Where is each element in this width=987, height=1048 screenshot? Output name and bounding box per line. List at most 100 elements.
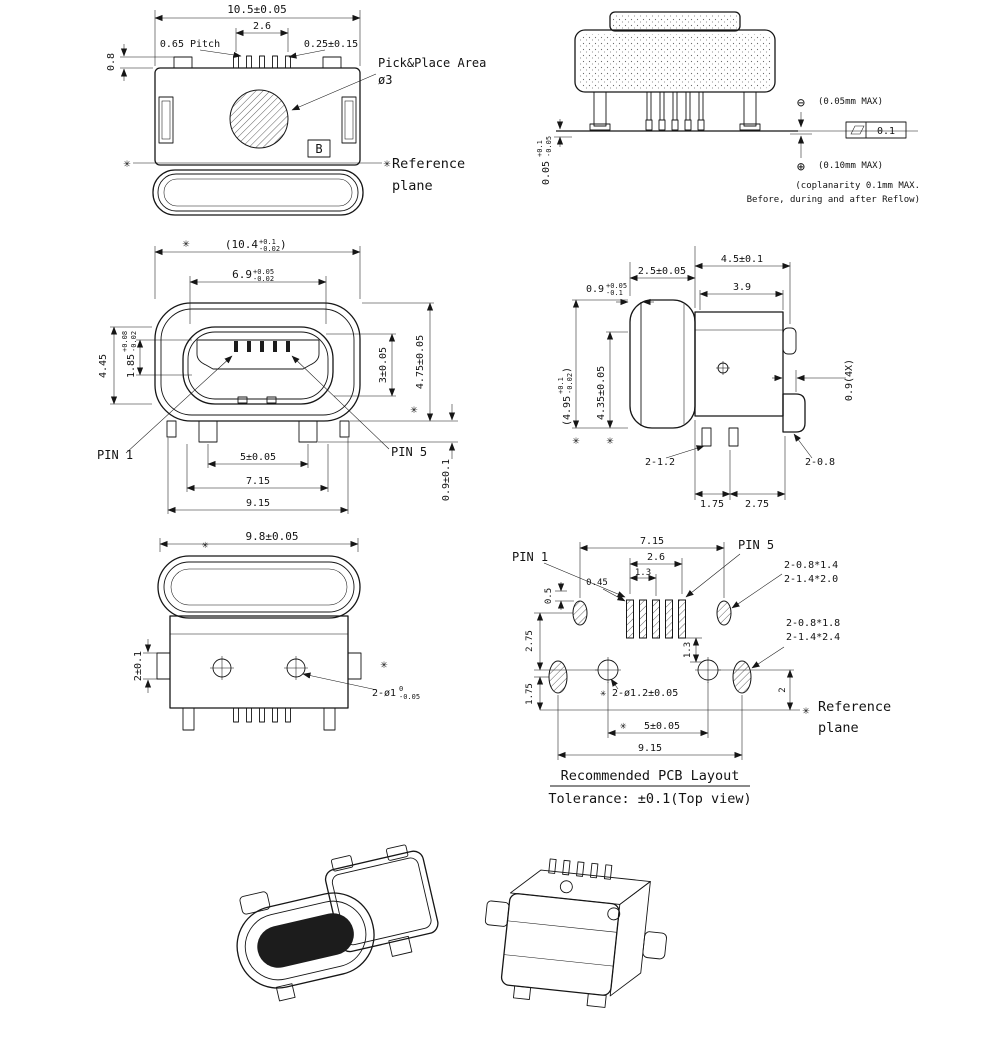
dim-overall-dn: -0.02 (259, 245, 280, 253)
dim-pitch: 0.65 Pitch (160, 39, 220, 50)
bottom-view: ✳ 9.8±0.05 2±0.1 ✳ 2-ø1 0 -0.05 (133, 530, 420, 731)
dim-standoff-base: 0.05 (541, 161, 552, 185)
dim-foot: 0.9(4X) (844, 359, 855, 401)
pcb-pin5-leader (685, 553, 741, 598)
pcb-dim-045: 0.45 (586, 578, 608, 588)
reference-star-icon: ✳ (202, 538, 209, 551)
holes-dn: -0.05 (399, 693, 420, 701)
dim-overall-width: 10.5±0.05 (227, 3, 287, 16)
top-view: 10.5±0.05 0.8 0.65 Pitch 2.6 0.25±0.15 P… (106, 3, 486, 216)
bottom-body (156, 555, 362, 731)
pads-top-label-1: 2-0.8*1.4 (784, 560, 838, 571)
dim-overall-paren: ) (280, 238, 287, 251)
dim-45: 4.5±0.1 (721, 254, 763, 265)
pin1-leader (125, 355, 233, 454)
pcb-reference-label-2: plane (818, 720, 859, 736)
dim-height: 4.45 (98, 354, 109, 378)
reference-star-icon: ✳ (802, 703, 809, 717)
pin1-label: PIN 1 (97, 448, 133, 462)
dim-tongue-group: 1.85 +0.08 -0.02 (121, 331, 138, 378)
dim-oh-paren: ) (562, 367, 573, 373)
dim-275: 2.75 (745, 499, 769, 510)
dim-pin-length: 0.8 (106, 53, 117, 71)
pin5-leader (291, 355, 390, 450)
holes-label: 2-ø1 (372, 688, 396, 699)
dim-oh-group: (4.95 +0.1 -0.02 ) (557, 367, 574, 426)
dim-overall-up: +0.1 (259, 238, 276, 246)
dim-leg-span: 5±0.05 (240, 452, 276, 463)
hole-leader (302, 672, 378, 691)
top-view-dimensions (120, 10, 377, 111)
coplanarity-note-1: (coplanarity 0.1mm MAX. (795, 181, 920, 191)
pcb-reference-label-1: Reference (818, 699, 891, 715)
pcb-dim-2: 2 (778, 687, 788, 692)
reference-star-icon: ✳ (600, 688, 606, 699)
pcb-dim-05: 0.5 (544, 588, 554, 604)
dim-435: 4.35±0.05 (596, 366, 607, 420)
dim-pin-width: 0.25±0.15 (304, 39, 358, 50)
pcb-dim-13b: 1.3 (683, 642, 693, 658)
holes-up: 0 (399, 685, 403, 693)
pick-place-label-2: ø3 (378, 73, 392, 87)
dim-lip-dn: -0.1 (606, 289, 623, 297)
pads-top-label-2: 2-1.4*2.0 (784, 574, 838, 585)
dim-lip-up: +0.05 (606, 282, 627, 290)
dim-435-group: 4.35±0.05 (596, 366, 607, 420)
usb-tongue (196, 339, 320, 370)
reference-star-icon: ✳ (383, 156, 390, 170)
pcb-dim-5: 5±0.05 (644, 721, 680, 732)
front-view: ✳ (10.4 +0.1 -0.02 ) 6.9 +0.05 -0.02 4.4… (97, 236, 458, 514)
feet-label: 2-0.8 (805, 457, 835, 468)
dim-oh-dn: -0.02 (566, 373, 574, 394)
dim-oh-up: +0.1 (557, 377, 565, 394)
flatness-value: 0.1 (877, 126, 895, 137)
pin5-label: PIN 5 (391, 445, 427, 459)
dim-opening-dn: -0.02 (253, 275, 274, 283)
max-dn-label: (0.10mm MAX) (818, 161, 883, 171)
pads-bot-label-1: 2-0.8*1.8 (786, 618, 840, 629)
dim-inner-height: 3±0.05 (378, 347, 389, 383)
pcb-pin1-leader (543, 562, 626, 598)
iso-view-front (236, 844, 439, 1002)
reference-star-icon: ✳ (182, 236, 189, 250)
pads-bot-label-2: 2-1.4*2.4 (786, 632, 840, 643)
datum-box (307, 139, 331, 158)
pcb-dim-26: 2.6 (647, 552, 665, 563)
dim-25: 2.5±0.05 (638, 266, 686, 277)
dim-tongue-up: +0.08 (121, 331, 129, 352)
pcb-pin1-label: PIN 1 (512, 550, 548, 564)
top-view-gasket (152, 169, 364, 216)
dim-opening: 6.9 (232, 268, 252, 281)
coplanarity-note-2: Before, during and after Reflow) (747, 195, 920, 205)
reference-star-icon: ✳ (606, 433, 613, 447)
pick-place-leader (291, 73, 377, 111)
dim-shell-height: 4.75±0.05 (415, 335, 426, 389)
pcb-dim-13: 1.3 (635, 568, 651, 578)
front-dimensions (110, 246, 458, 514)
dim-opening-up: +0.05 (253, 268, 274, 276)
reflow-dimensions (554, 112, 907, 158)
dim-715: 7.15 (246, 476, 270, 487)
mount-foot (782, 393, 806, 433)
reference-star-icon: ✳ (572, 433, 579, 447)
pick-place-circle (229, 89, 289, 149)
side-body (629, 299, 806, 447)
dim-tongue-dn: -0.02 (130, 331, 138, 352)
dim-915: 9.15 (246, 498, 270, 509)
dim-175: 1.75 (700, 499, 724, 510)
dim-leg-height: 0.9±0.1 (441, 459, 452, 501)
dim-lip: 0.9 (586, 284, 604, 295)
side-view: 2.5±0.05 4.5±0.1 3.9 0.9 +0.05 -0.1 (4.9… (557, 246, 855, 510)
iso-opening (257, 913, 354, 968)
flatness-frame (845, 121, 907, 139)
reference-star-icon: ✳ (620, 719, 627, 732)
pcb-dim-715: 7.15 (640, 536, 664, 547)
top-view-body (133, 55, 382, 216)
pcb-holes-label: 2-ø1.2±0.05 (612, 688, 678, 699)
reference-label-2: plane (392, 178, 433, 194)
dim-39: 3.9 (733, 282, 751, 293)
dim-standoff-dn: -0.05 (545, 136, 553, 157)
dim-standoff-up: +0.1 (536, 140, 544, 157)
